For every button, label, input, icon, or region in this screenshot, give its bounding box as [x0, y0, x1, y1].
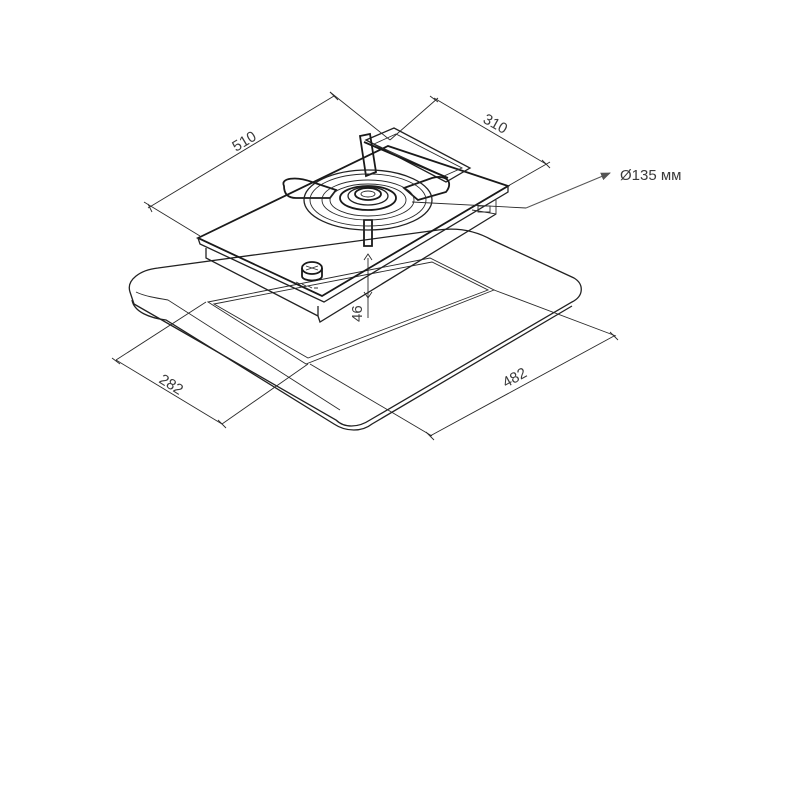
dimension-burner-diameter: Ø135 мм [411, 167, 682, 209]
dimension-label-burner-diameter: Ø135 мм [620, 167, 682, 184]
dimension-label-46: 46 [349, 305, 366, 322]
countertop [128, 228, 582, 431]
dimension-282: 282 [111, 301, 309, 429]
burner-icon [321, 179, 415, 221]
hob-plate-front-edge [197, 186, 509, 303]
dimension-label-482: 482 [500, 364, 530, 391]
hob-under-body [205, 213, 497, 323]
dimension-label-282: 282 [156, 371, 186, 399]
dimension-label-310: 310 [480, 111, 510, 138]
countertop-outline [128, 228, 582, 427]
pan-support-icon [282, 132, 451, 247]
hob-side-panel [471, 200, 497, 215]
knob-icon [295, 261, 323, 289]
dimension-label-510: 510 [229, 128, 259, 155]
countertop-cutout-inner [212, 261, 490, 359]
rear-trough [364, 127, 472, 183]
countertop-front-edge [131, 299, 573, 431]
countertop-nose [135, 291, 341, 411]
dimension-46: 46 [349, 253, 373, 322]
